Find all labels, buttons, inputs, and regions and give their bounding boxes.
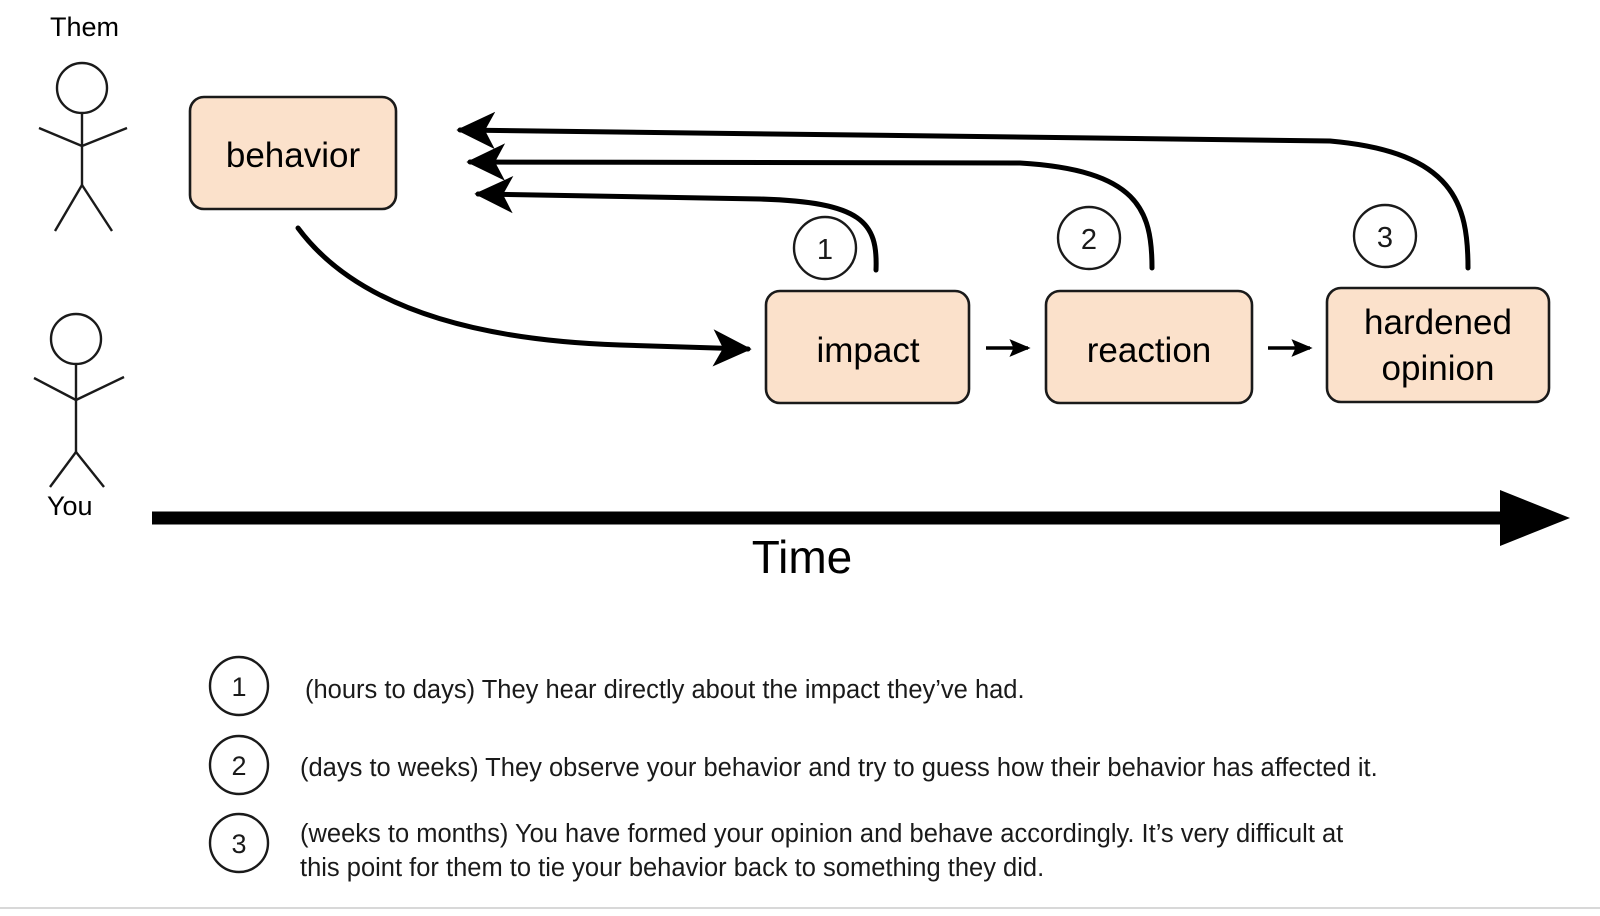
stick-figure-you-icon: [33, 312, 125, 488]
marker-2-circle: [1056, 205, 1122, 271]
legend-item-1: 1 (hours to days) They hear directly abo…: [208, 655, 1025, 717]
box-behavior-rect[interactable]: [188, 95, 398, 211]
legend: 1 (hours to days) They hear directly abo…: [208, 655, 1378, 882]
actor-them: Them: [38, 12, 128, 232]
marker-1-number: 1: [817, 234, 833, 266]
marker-3-number: 3: [1377, 222, 1393, 254]
box-hardened-opinion-label-line2: opinion: [1382, 349, 1495, 388]
time-axis: Time: [152, 490, 1570, 583]
box-reaction-rect[interactable]: [1044, 289, 1254, 405]
box-hardened-opinion-rect[interactable]: [1325, 286, 1551, 404]
legend-1-text: (hours to days) They hear directly about…: [305, 676, 1025, 704]
box-behavior-label: behavior: [226, 136, 361, 175]
time-axis-label: Time: [752, 531, 853, 583]
marker-2-number: 2: [1081, 224, 1097, 256]
legend-3-text-line2: this point for them to tie your behavior…: [300, 854, 1044, 882]
legend-1-number: 1: [231, 672, 246, 702]
actor-them-label: Them: [50, 12, 119, 42]
legend-2-number: 2: [231, 751, 246, 781]
box-hardened-opinion[interactable]: hardened opinion: [1325, 286, 1551, 404]
time-axis-arrowhead-icon: [1500, 490, 1570, 546]
box-impact-rect[interactable]: [764, 289, 971, 405]
box-impact-label: impact: [816, 331, 919, 370]
box-hardened-opinion-label-line1: hardened: [1364, 303, 1512, 342]
legend-3-circle: [208, 812, 270, 874]
marker-1: 1: [792, 215, 858, 281]
box-reaction[interactable]: reaction: [1044, 289, 1254, 405]
legend-3-number: 3: [231, 829, 246, 859]
box-behavior[interactable]: behavior: [188, 95, 398, 211]
legend-item-2: 2 (days to weeks) They observe your beha…: [208, 734, 1378, 796]
actor-you: You: [33, 312, 125, 521]
legend-2-text: (days to weeks) They observe your behavi…: [300, 754, 1378, 782]
box-impact[interactable]: impact: [764, 289, 971, 405]
marker-1-circle: [792, 215, 858, 281]
return-arrow-1: [474, 175, 879, 273]
behavior-to-impact-arrow: [295, 225, 752, 367]
legend-1-circle: [208, 655, 270, 717]
legend-item-3: 3 (weeks to months) You have formed your…: [208, 812, 1343, 882]
marker-2: 2: [1056, 205, 1122, 271]
box-reaction-label: reaction: [1087, 331, 1212, 370]
legend-2-circle: [208, 734, 270, 796]
marker-3: 3: [1352, 203, 1418, 269]
return-arrow-3: [456, 111, 1471, 271]
legend-3-text-line1: (weeks to months) You have formed your o…: [300, 820, 1343, 848]
actor-you-label: You: [47, 491, 93, 521]
return-arrow-2: [466, 143, 1155, 271]
stick-figure-them-icon: [38, 61, 128, 232]
marker-3-circle: [1352, 203, 1418, 269]
